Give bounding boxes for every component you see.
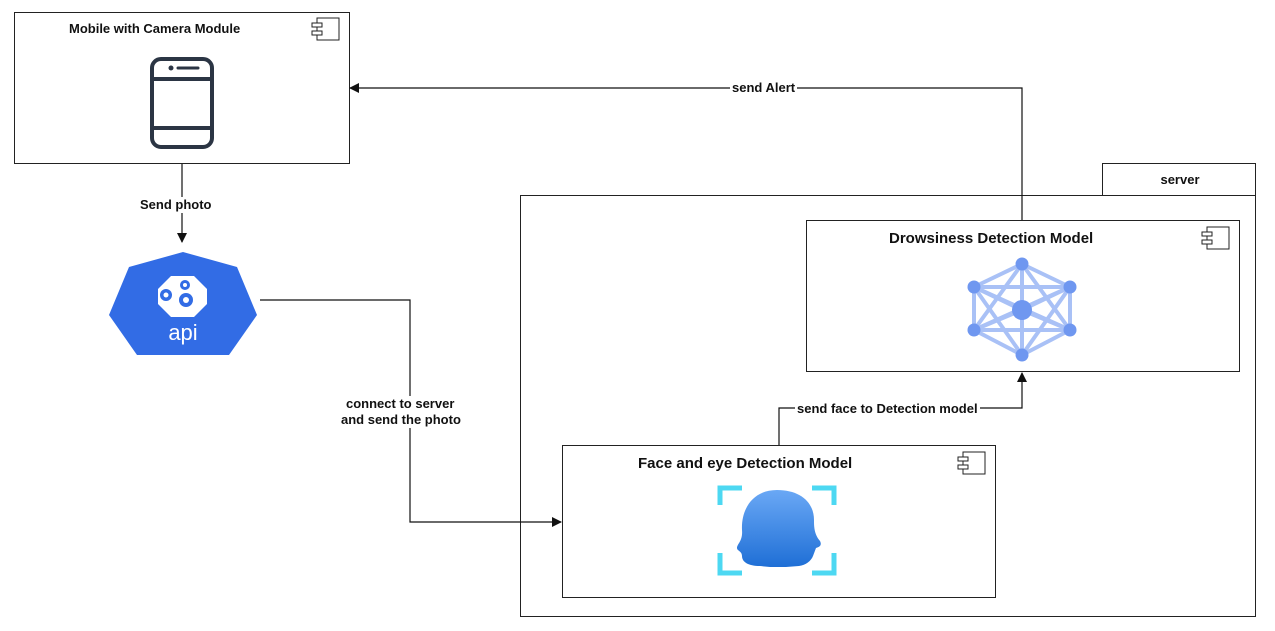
neural-network-icon (967, 257, 1077, 362)
connect-server-label-2: and send the photo (341, 412, 461, 428)
network-edge (973, 328, 1023, 357)
connect-server-label-1: connect to server (346, 396, 455, 412)
network-node (1015, 257, 1029, 271)
send-face-label: send face to Detection model (795, 401, 980, 417)
edge-send-alert (349, 83, 1023, 220)
network-node (1063, 323, 1077, 337)
face-title: Face and eye Detection Model (638, 455, 853, 472)
server-package-tab: server (1102, 163, 1256, 196)
api-label: api (168, 320, 197, 345)
network-node (1015, 348, 1029, 362)
send-photo-label: Send photo (140, 197, 212, 213)
face-detection-icon (717, 485, 837, 576)
component-icon (1201, 226, 1230, 250)
drowsiness-title: Drowsiness Detection Model (889, 230, 1094, 247)
send-alert-label: send Alert (730, 80, 798, 96)
mobile-title: Mobile with Camera Module (69, 21, 241, 36)
network-edge (973, 262, 1023, 289)
api-icon: api (109, 252, 257, 355)
network-edge (1021, 262, 1071, 289)
network-node (1063, 280, 1077, 294)
network-node (967, 323, 981, 337)
network-node (967, 280, 981, 294)
network-edge (1021, 328, 1071, 357)
server-label: server (1160, 172, 1200, 187)
component-icon (311, 17, 340, 41)
component-icon (957, 451, 986, 475)
smartphone-icon (150, 57, 214, 149)
network-node (1012, 300, 1032, 320)
